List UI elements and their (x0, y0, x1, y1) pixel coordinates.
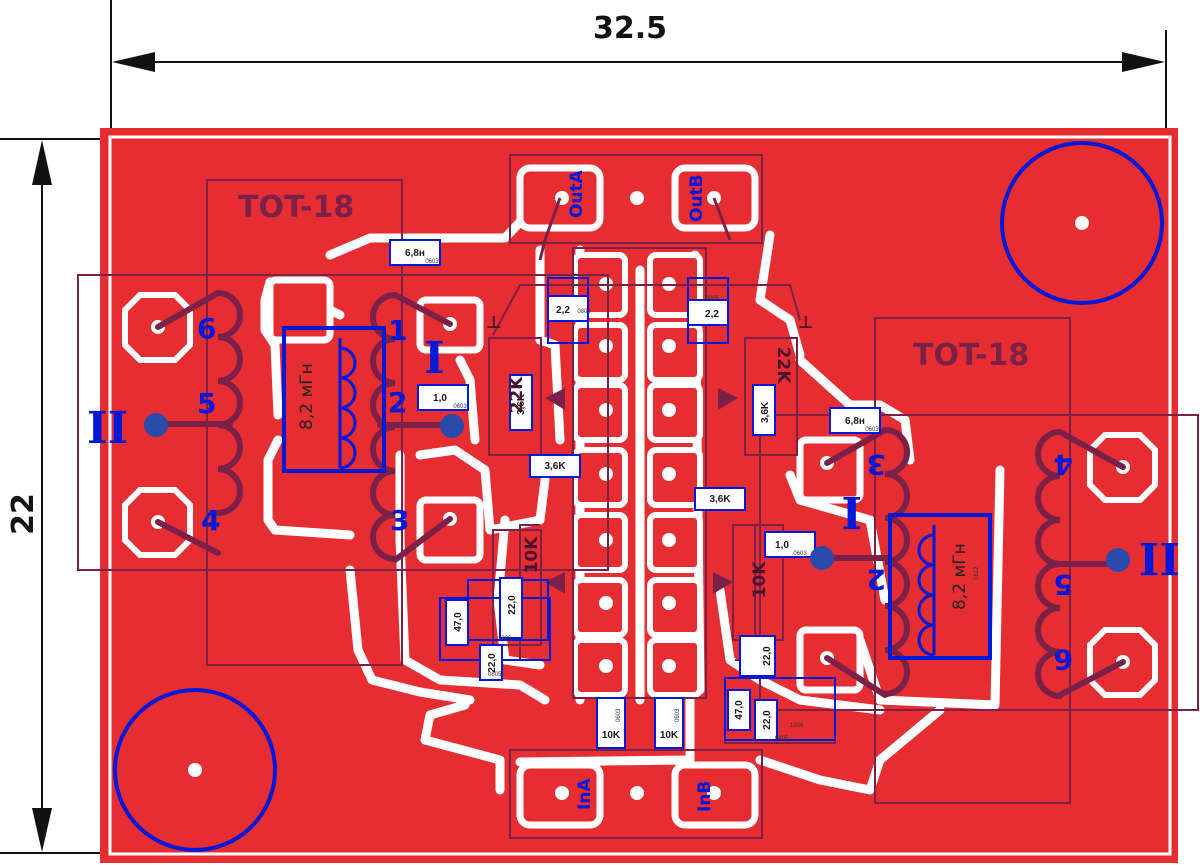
res-10k-mid-right: 10K (750, 561, 770, 599)
board-outline (108, 135, 1172, 856)
svg-text:6: 6 (197, 312, 216, 345)
mounting-hole-top-right (1000, 141, 1164, 305)
input-b-label: InB (695, 781, 715, 812)
transformer-left-label: TOT-18 (238, 190, 354, 225)
svg-text:3,6K: 3,6K (544, 461, 566, 472)
cap-group-right: 22,0 47,0 22,0 1206 0805 (724, 635, 836, 742)
svg-text:22,0: 22,0 (762, 646, 773, 666)
svg-text:0805: 0805 (488, 672, 502, 678)
svg-text:6,8н: 6,8н (405, 248, 425, 259)
res-22k-left: 22K ⊥ (486, 313, 527, 413)
inductor-left: 8,2 мГн (282, 326, 386, 473)
svg-text:22,0: 22,0 (507, 595, 518, 615)
svg-text:⊥: ⊥ (798, 313, 814, 333)
transformer-right-label: TOT-18 (913, 338, 1029, 373)
res-10k-mid-left: 10K (522, 536, 542, 574)
svg-text:22K: 22K (507, 376, 527, 414)
right-pin-numbers: 4 5 6 3 2 (867, 448, 1073, 676)
res-10k-bottom-right: 10K 0603 (654, 697, 684, 749)
svg-text:1206: 1206 (498, 636, 512, 642)
svg-text:0603: 0603 (675, 708, 681, 722)
silk-traces (538, 197, 732, 261)
svg-text:22,0: 22,0 (762, 710, 773, 730)
svg-text:22,0: 22,0 (487, 653, 498, 673)
svg-text:3,6K: 3,6K (709, 494, 731, 505)
svg-text:5: 5 (197, 387, 216, 420)
vias (144, 413, 1130, 572)
inductor-right: 8,2 мГн 1812 (888, 513, 992, 660)
svg-text:47,0: 47,0 (734, 700, 745, 720)
svg-text:47,0: 47,0 (453, 612, 464, 632)
svg-text:4: 4 (1054, 448, 1073, 481)
svg-text:0805: 0805 (577, 309, 591, 315)
svg-text:0805: 0805 (775, 736, 789, 742)
output-a-label: OutA (567, 169, 587, 218)
svg-text:0805: 0805 (705, 296, 719, 302)
cap-6n8-right: 6,8н 0603 (829, 407, 881, 434)
svg-text:3,6K: 3,6K (516, 393, 527, 415)
winding-i-right-label: I (841, 486, 862, 537)
left-pin-numbers: 6 5 4 1 2 3 (197, 312, 409, 537)
svg-text:0603: 0603 (453, 404, 467, 410)
svg-text:10K: 10K (750, 561, 770, 599)
output-b-label: OutB (687, 174, 707, 222)
svg-text:10K: 10K (522, 536, 542, 574)
svg-text:3: 3 (390, 504, 409, 537)
inductor-right-size: 1812 (974, 566, 980, 580)
cap-1u-left: 1,0 0603 (417, 384, 469, 411)
res-3k6-horizontal-right: 3,6K (694, 487, 746, 511)
svg-text:⊥: ⊥ (486, 313, 502, 333)
cap-2n2-right: 2,2 0805 (687, 277, 729, 344)
svg-text:10K: 10K (660, 730, 679, 741)
svg-text:1206: 1206 (790, 723, 804, 729)
svg-text:2,2: 2,2 (556, 305, 570, 316)
svg-text:1,0: 1,0 (775, 540, 789, 551)
svg-text:3: 3 (867, 448, 886, 481)
res-3k6-vertical-right: 3,6K (752, 384, 776, 436)
inductor-left-value: 8,2 мГн (297, 363, 317, 430)
svg-text:0603: 0603 (616, 708, 622, 722)
svg-text:22K: 22K (773, 347, 793, 385)
svg-text:1: 1 (388, 314, 407, 347)
input-a-label: InA (575, 778, 595, 810)
svg-text:0603: 0603 (425, 259, 439, 265)
svg-text:2,2: 2,2 (705, 309, 719, 320)
svg-text:1,0: 1,0 (433, 393, 447, 404)
svg-text:0603: 0603 (793, 551, 807, 557)
inductor-right-value: 8,2 мГн (950, 543, 970, 610)
svg-text:6: 6 (1054, 643, 1073, 676)
svg-text:4: 4 (201, 504, 220, 537)
res-3k6-horizontal-left: 3,6K (529, 454, 581, 478)
winding-ii-left-label: II (87, 403, 128, 454)
svg-text:2: 2 (388, 386, 407, 419)
cap-6n8-left: 6,8н 0603 (389, 239, 441, 266)
svg-text:5: 5 (1054, 568, 1073, 601)
dimension-width: 32.5 (110, 0, 1167, 215)
res-3k6-vertical-left: 3,6K (509, 374, 533, 431)
svg-text:10K: 10K (602, 730, 621, 741)
winding-ii-right-label: II (1139, 532, 1180, 583)
mounting-hole-bottom-left (113, 688, 277, 852)
svg-text:2: 2 (867, 563, 886, 596)
res-22k-right: 22K ⊥ (773, 313, 814, 384)
res-10k-bottom-left: 10K 0603 (596, 697, 626, 749)
width-dimension-label: 32.5 (593, 11, 667, 46)
cap-1u-right: 1,0 0603 (764, 531, 816, 558)
svg-text:0603: 0603 (865, 427, 879, 433)
svg-text:6,8н: 6,8н (845, 416, 865, 427)
height-dimension-label: 22 (6, 493, 41, 535)
svg-text:3,6K: 3,6K (760, 401, 771, 423)
winding-i-left-label: I (424, 333, 445, 384)
cap-group-left: 22,0 47,0 22,0 1206 0805 (439, 577, 551, 681)
transistor-symbols (545, 388, 738, 594)
cap-2n2-left: 2,2 0805 (547, 277, 591, 344)
